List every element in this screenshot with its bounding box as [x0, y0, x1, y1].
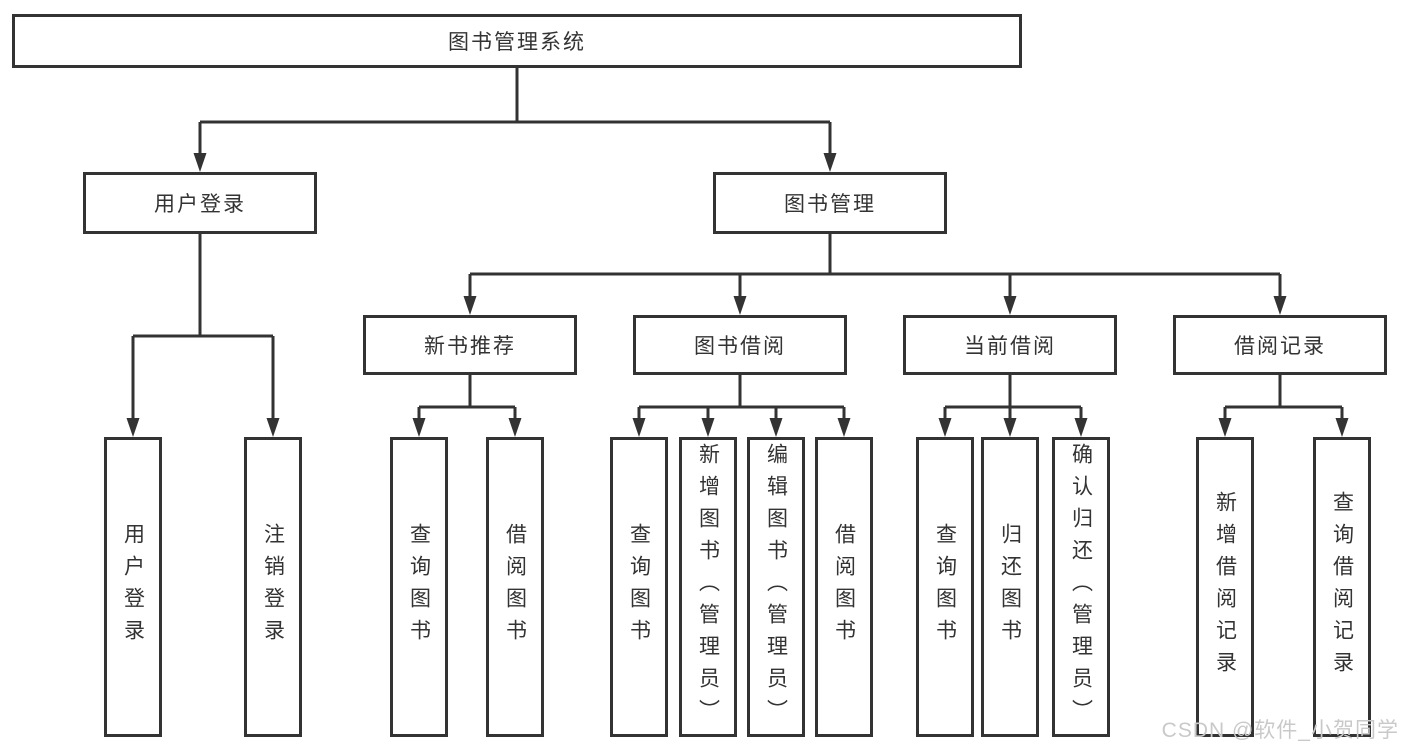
- csdn-watermark: CSDN @软件_小贺同学: [1161, 719, 1399, 742]
- node-root-system: 图书管理系统: [12, 14, 1022, 68]
- node-borrow-records: 借阅记录: [1173, 315, 1387, 375]
- node-leaf-logout: 注销登录: [244, 437, 302, 737]
- node-book-borrow: 图书借阅: [633, 315, 847, 375]
- node-new-book-recommend: 新书推荐: [363, 315, 577, 375]
- node-book-management: 图书管理: [713, 172, 947, 234]
- node-leaf-confirm-return-admin: 确认归还（管理员）: [1052, 437, 1110, 737]
- node-leaf-add-borrow-record: 新增借阅记录: [1196, 437, 1254, 737]
- node-leaf-query-books-2: 查询图书: [610, 437, 668, 737]
- node-leaf-return-book: 归还图书: [981, 437, 1039, 737]
- node-user-login-group: 用户登录: [83, 172, 317, 234]
- node-leaf-query-borrow-record: 查询借阅记录: [1313, 437, 1371, 737]
- node-leaf-add-book-admin: 新增图书（管理员）: [679, 437, 737, 737]
- node-leaf-query-books-3: 查询图书: [916, 437, 974, 737]
- node-leaf-borrow-book-2: 借阅图书: [815, 437, 873, 737]
- node-current-borrow: 当前借阅: [903, 315, 1117, 375]
- node-leaf-query-books-1: 查询图书: [390, 437, 448, 737]
- node-leaf-user-login: 用户登录: [104, 437, 162, 737]
- node-leaf-borrow-book-1: 借阅图书: [486, 437, 544, 737]
- node-leaf-edit-book-admin: 编辑图书（管理员）: [747, 437, 805, 737]
